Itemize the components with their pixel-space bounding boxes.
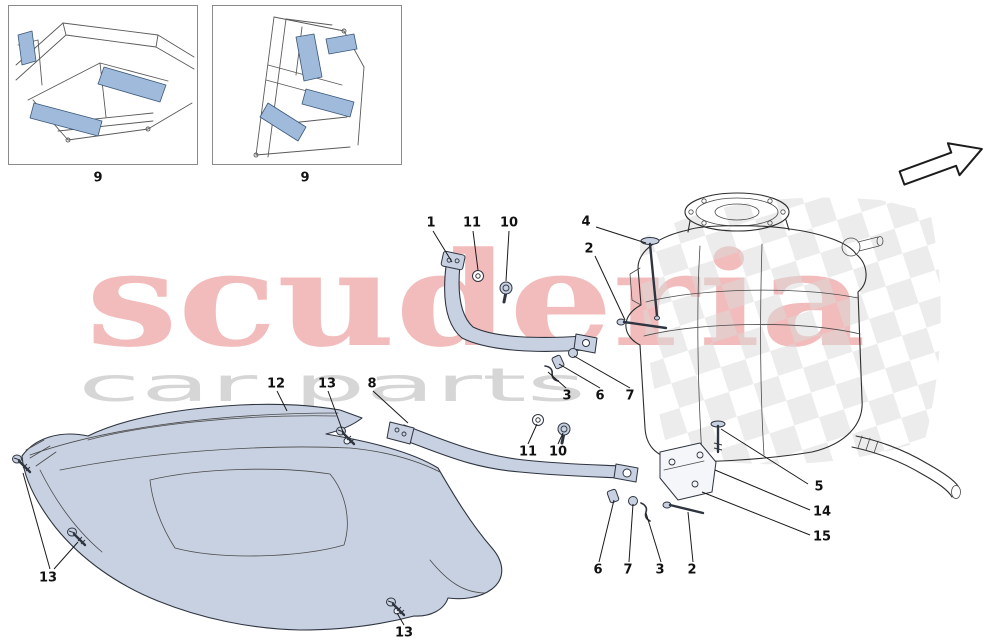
inset-frame-view-2 (212, 5, 402, 165)
highlighted-strap (29, 102, 103, 137)
callout-label: 14 (812, 504, 832, 520)
inset-1-label: 9 (93, 170, 103, 186)
callout-label: 13 (38, 570, 58, 586)
callout-label: 13 (394, 625, 414, 641)
highlighted-strap (295, 33, 323, 82)
highlighted-strap (259, 102, 307, 142)
callout-label: 2 (584, 241, 594, 257)
callout-label: 5 (814, 479, 824, 495)
upper-strap-drawing (440, 250, 598, 354)
callout-label: 4 (581, 214, 591, 230)
washer-part (532, 414, 544, 426)
callout-label: 6 (595, 388, 605, 404)
callout-label: 10 (499, 215, 519, 231)
callout-label: 7 (625, 388, 635, 404)
inset-2-label: 9 (300, 170, 310, 186)
callout-label: 8 (367, 376, 377, 392)
leader-lines (22, 226, 811, 626)
rod-part (662, 501, 705, 515)
callout-label: 3 (562, 388, 572, 404)
cap-part (568, 348, 578, 358)
inset-frame-view-1 (8, 5, 198, 165)
clip-part (640, 502, 651, 522)
callout-label: 15 (812, 529, 832, 545)
callout-label: 6 (593, 562, 603, 578)
checkered-flag-watermark (640, 197, 941, 465)
washer-part (472, 270, 484, 282)
heat-shield-drawing (21, 403, 503, 631)
callout-label: 13 (317, 376, 337, 392)
pin-part (710, 420, 726, 454)
callout-label: 1 (426, 215, 436, 231)
highlighted-strap (301, 88, 355, 118)
callout-label: 11 (518, 444, 538, 460)
callout-label: 11 (462, 215, 482, 231)
callout-label: 12 (266, 376, 286, 392)
highlighted-strap (97, 66, 167, 103)
highlighted-strap (325, 33, 358, 55)
highlighted-strap (17, 30, 37, 66)
callout-label: 3 (655, 562, 665, 578)
fuel-tank-drawing (625, 192, 961, 499)
callout-label: 7 (623, 562, 633, 578)
lower-strap-drawing (386, 421, 639, 483)
callout-label: 10 (548, 444, 568, 460)
spacer-part (606, 488, 620, 504)
callout-label: 2 (687, 562, 697, 578)
bracket-part (659, 442, 717, 501)
fastener-parts (11, 237, 726, 617)
direction-arrow-icon (898, 142, 983, 186)
rod-part (616, 318, 668, 330)
